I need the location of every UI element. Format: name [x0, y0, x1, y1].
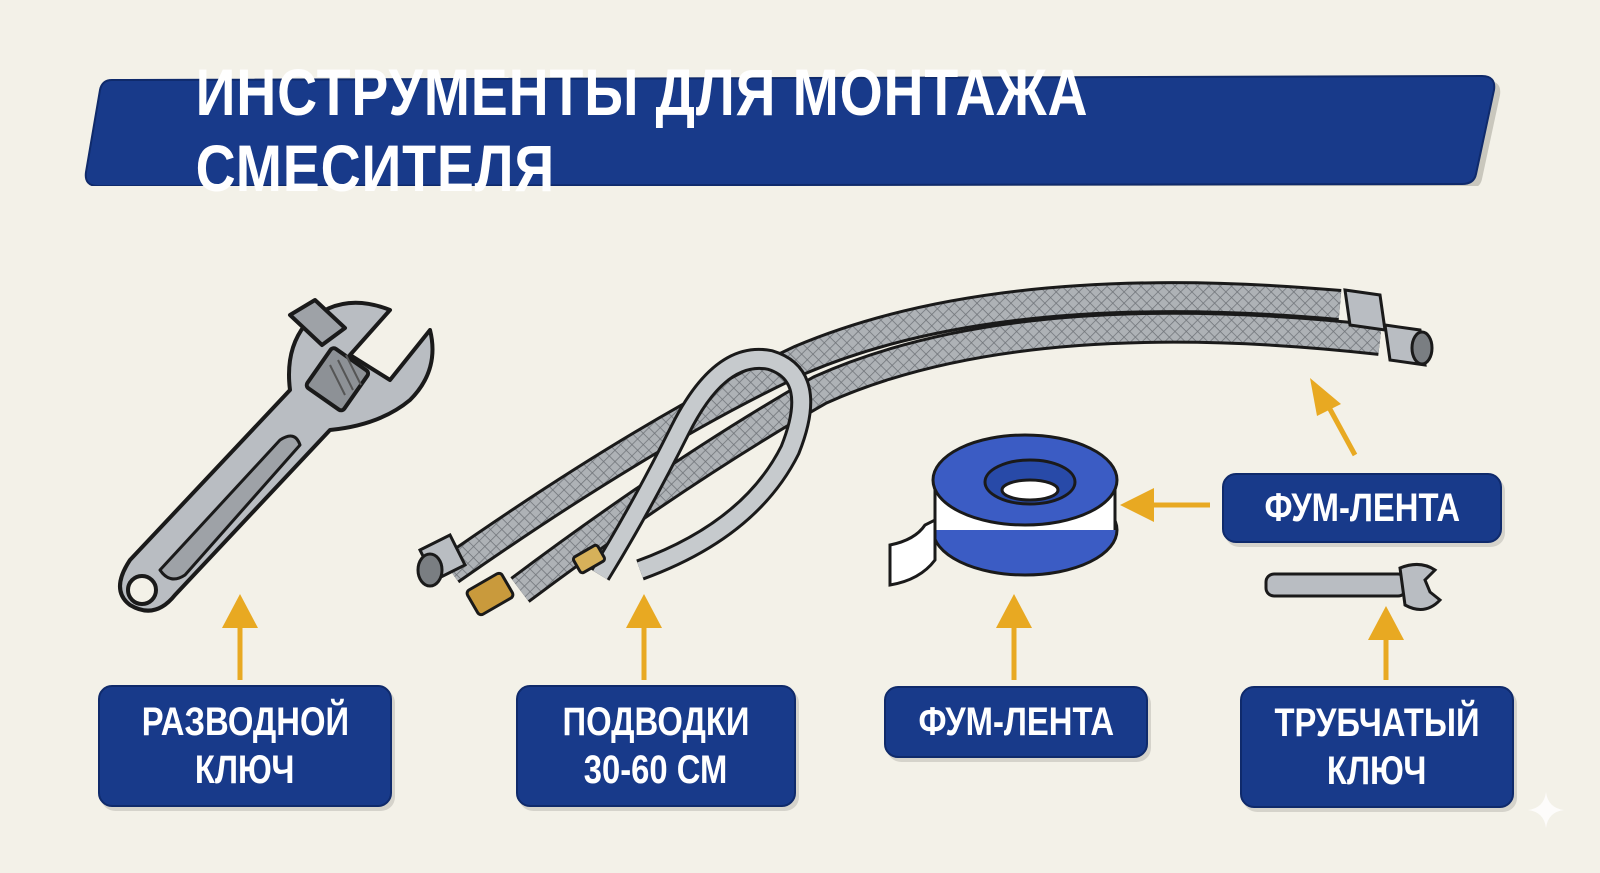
label-ptfe-tape-right: ФУМ-ЛЕНТА [1222, 473, 1502, 543]
page-title: ИНСТРУМЕНТЫ ДЛЯ МОНТАЖА СМЕСИТЕЛЯ [195, 55, 1089, 205]
adjustable-wrench-icon [118, 298, 435, 613]
title-banner: ИНСТРУМЕНТЫ ДЛЯ МОНТАЖА СМЕСИТЕЛЯ [82, 55, 1502, 205]
ptfe-tape-roll-icon [888, 433, 1119, 587]
tube-wrench-icon [1264, 563, 1443, 611]
label-ptfe-tape: ФУМ-ЛЕНТА [884, 686, 1148, 758]
label-flex-hoses: ПОДВОДКИ 30-60 СМ [516, 685, 796, 807]
braided-hose-icon [416, 281, 1434, 617]
sparkle-icon [1528, 792, 1564, 828]
label-adjustable-wrench: РАЗВОДНОЙ КЛЮЧ [98, 685, 392, 807]
label-tube-wrench: ТРУБЧАТЫЙ КЛЮЧ [1240, 686, 1514, 808]
banner-shape [84, 74, 1501, 186]
